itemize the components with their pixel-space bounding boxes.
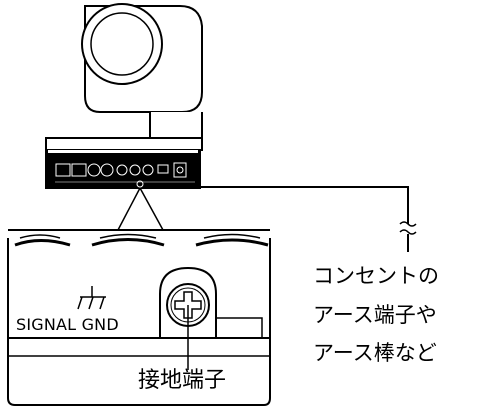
destination-line-3: アース棒など — [313, 341, 437, 365]
ground-terminal-label: 接地端子 — [138, 368, 227, 393]
connector-2 — [100, 163, 114, 177]
zoom-leader — [117, 187, 164, 231]
connector-1 — [87, 163, 101, 177]
lan-port-2 — [71, 163, 87, 177]
lan-port-1 — [55, 163, 71, 177]
camera-rear-panel — [55, 162, 195, 188]
power-jack — [173, 162, 187, 178]
connector-3 — [116, 164, 128, 176]
ground-cable — [198, 186, 417, 252]
ground-icon — [77, 286, 106, 310]
detail-box — [7, 229, 271, 406]
connector-5 — [142, 164, 154, 176]
signal-gnd-label: SIGNAL GND — [16, 315, 119, 334]
connector-6 — [157, 164, 169, 174]
connector-4 — [129, 164, 141, 176]
destination-line-1: コンセントの — [313, 264, 439, 288]
ground-screw-small — [136, 180, 144, 188]
camera-head — [81, 3, 203, 113]
camera-lens — [81, 3, 163, 85]
destination-line-2: アース端子や — [313, 303, 437, 327]
